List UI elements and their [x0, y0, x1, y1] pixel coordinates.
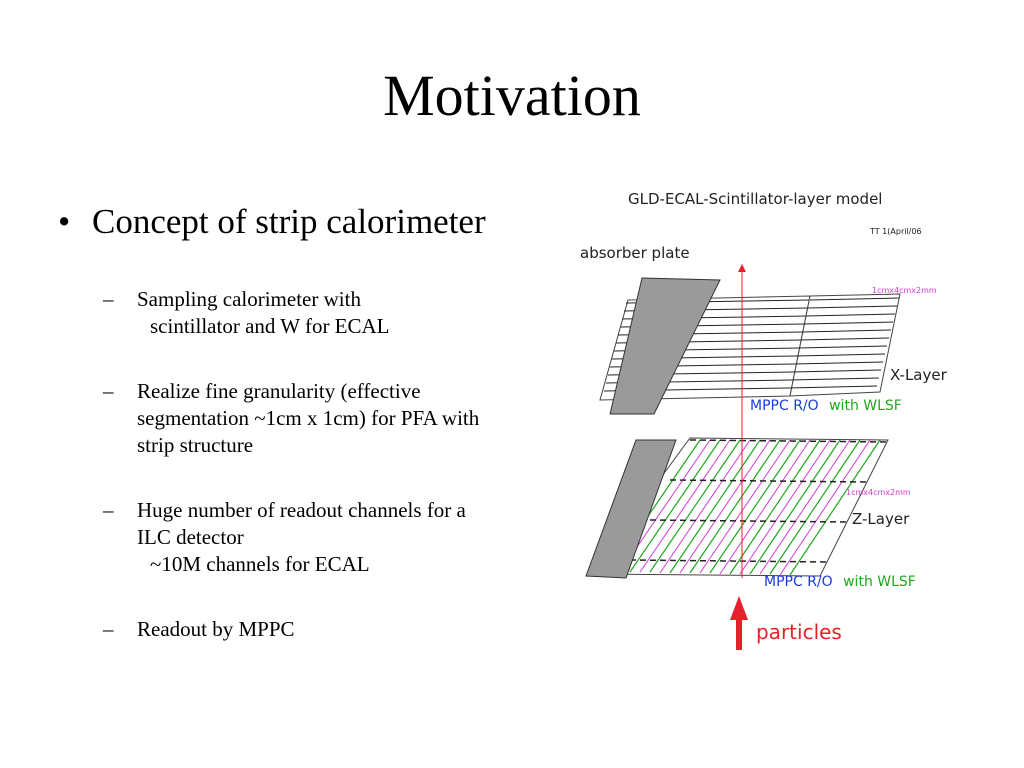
- sub-bullet-line: ~10M channels for ECAL: [150, 552, 370, 576]
- sub-bullet-line: Sampling calorimeter with: [137, 287, 361, 311]
- sub-bullet-mppc: – Readout by MPPC: [58, 616, 568, 643]
- sub-bullet-line: segmentation ~1cm x 1cm) for PFA with: [137, 406, 480, 430]
- sub-bullet-line: scintillator and W for ECAL: [150, 314, 390, 338]
- sub-bullet-channels: – Huge number of readout channels for a …: [58, 497, 568, 578]
- sub-bullet-line: ILC detector: [137, 525, 244, 549]
- bullet-list: • Concept of strip calorimeter – Samplin…: [58, 200, 568, 681]
- diagram-author-note: TT 1(April/06: [869, 227, 922, 236]
- sub-bullet-granularity: – Realize fine granularity (effective se…: [58, 378, 568, 459]
- x-absorber-plate: [609, 277, 721, 415]
- z-readout-label: MPPC R/O with WLSF: [764, 574, 916, 590]
- z-readout-green: with WLSF: [843, 574, 916, 590]
- sub-bullet-dash: –: [103, 617, 114, 641]
- sub-bullet-sampling: – Sampling calorimeter with scintillator…: [58, 286, 568, 340]
- diagram-title: GLD-ECAL-Scintillator-layer model: [628, 190, 882, 208]
- x-dims-label: 1cmx4cmx2mm: [872, 286, 937, 295]
- sub-bullet-dash: –: [103, 498, 114, 522]
- z-layer-label: Z-Layer: [852, 510, 910, 528]
- x-readout-label: MPPC R/O with WLSF: [750, 398, 902, 414]
- main-bullet-text: Concept of strip calorimeter: [92, 202, 486, 241]
- z-absorber-plate: [585, 439, 677, 579]
- slide-title: Motivation: [383, 63, 641, 128]
- z-readout-blue: MPPC R/O: [764, 574, 833, 590]
- scintillator-layer-diagram: GLD-ECAL-Scintillator-layer model TT 1(A…: [580, 190, 948, 650]
- x-layer-label: X-Layer: [890, 366, 948, 384]
- main-bullet: • Concept of strip calorimeter: [58, 200, 568, 244]
- sub-bullet-line: Readout by MPPC: [137, 617, 295, 641]
- sub-bullet-list: – Sampling calorimeter with scintillator…: [58, 286, 568, 643]
- sub-bullet-line: Realize fine granularity (effective: [137, 379, 421, 403]
- particles-arrow-icon: [730, 596, 748, 650]
- x-readout-blue: MPPC R/O: [750, 398, 819, 414]
- sub-bullet-dash: –: [103, 379, 114, 403]
- sub-bullet-line: Huge number of readout channels for a: [137, 498, 466, 522]
- z-dims-label: 1cmx4cmx2mm: [846, 488, 911, 497]
- sub-bullet-dash: –: [103, 287, 114, 311]
- absorber-plate-label: absorber plate: [580, 244, 690, 262]
- x-readout-green: with WLSF: [829, 398, 902, 414]
- bullet-marker: •: [58, 202, 71, 241]
- sub-bullet-line: strip structure: [137, 433, 254, 457]
- particles-label: particles: [756, 620, 842, 644]
